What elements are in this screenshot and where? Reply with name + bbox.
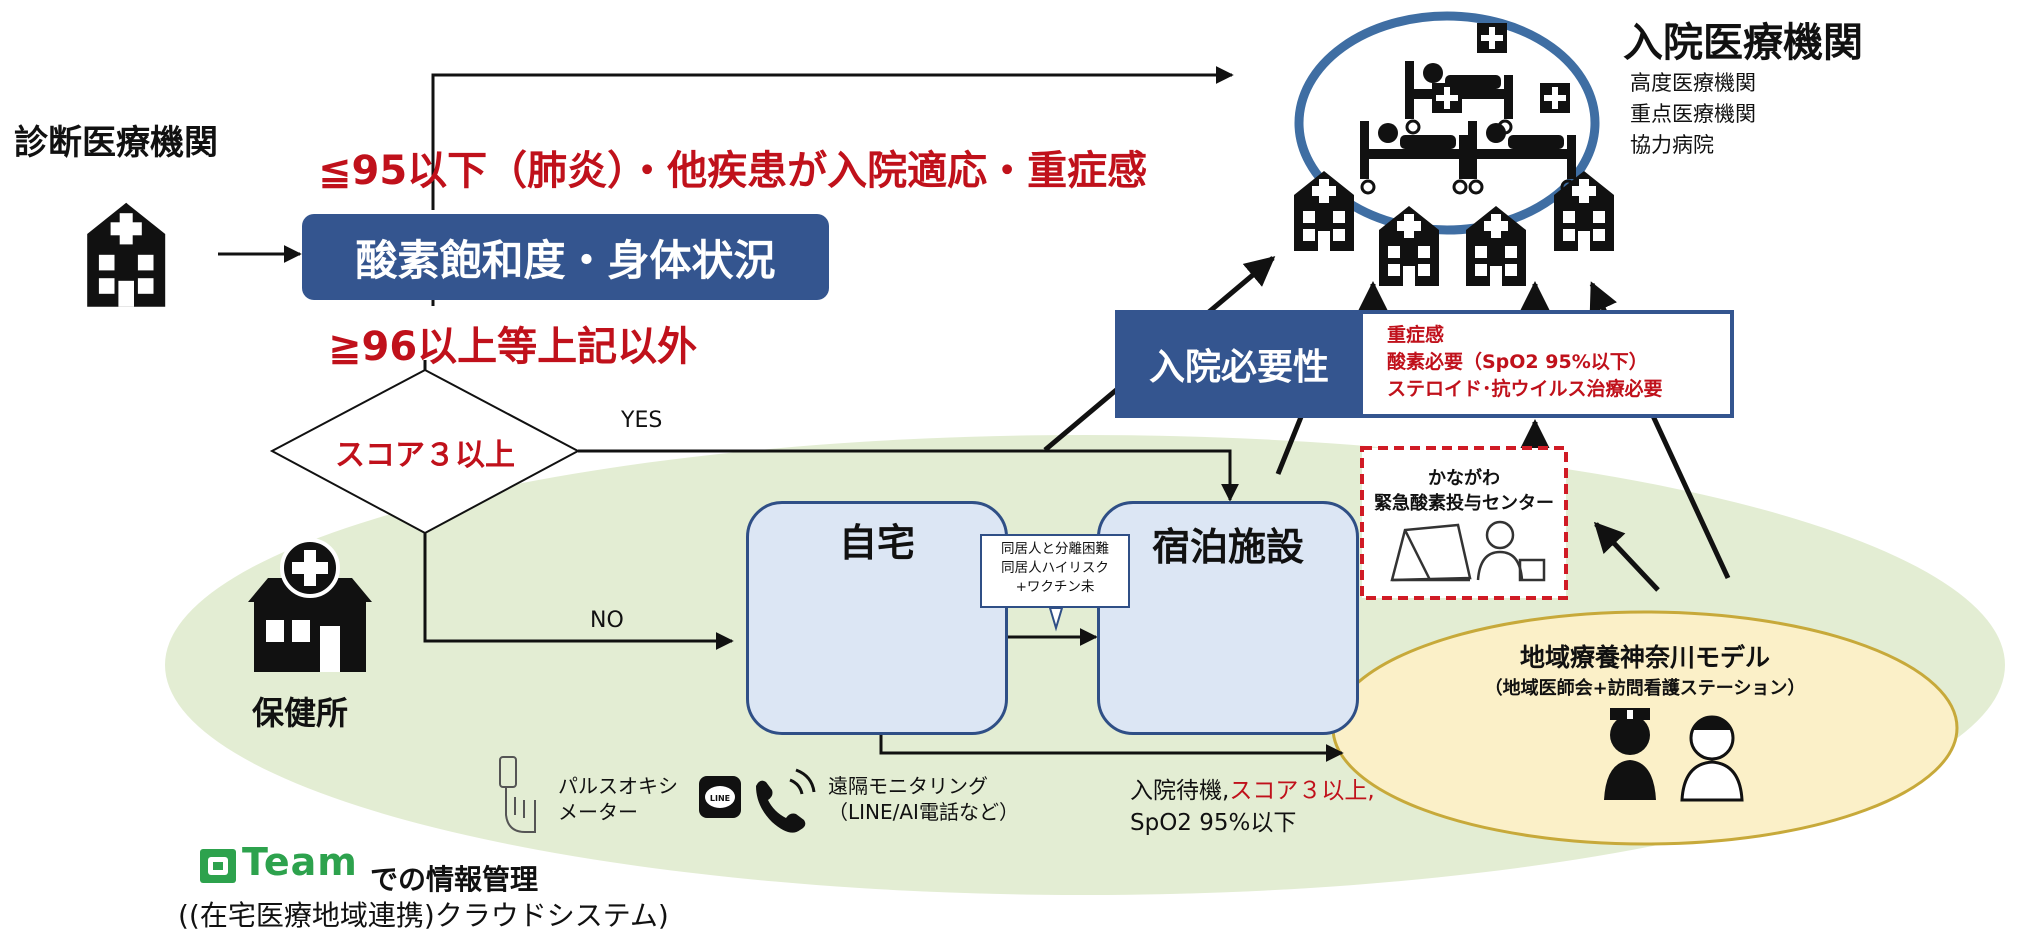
home-label: 自宅 <box>838 521 915 565</box>
svg-text:LINE: LINE <box>710 794 730 803</box>
line-app-icon: LINE <box>699 776 741 818</box>
diagnosis-title: 診断医療機関 <box>14 123 218 163</box>
hospital-type: 重点医療機関 <box>1630 102 1756 126</box>
remote-monitoring-line1: 遠隔モニタリング <box>828 774 988 798</box>
pulse-oximeter-icon <box>499 756 536 833</box>
bed-icon <box>1466 81 1578 195</box>
score-label: スコア３以上 <box>335 438 515 473</box>
doctor-icon <box>1680 715 1744 802</box>
need-reason: 重症感 <box>1387 324 1445 346</box>
arrow-yes <box>578 449 1239 502</box>
waiting-score: スコア３以上, <box>1229 778 1375 804</box>
waiting-conditions: 入院待機,スコア３以上, SpO2 95%以下 <box>1130 775 1375 839</box>
community-subtitle: （地域医師会+訪問看護ステーション） <box>1484 678 1806 699</box>
admission-need-reasons: 重症感 酸素必要（SpO2 95%以下） ステロイド･抗ウイルス治療必要 <box>1387 322 1663 403</box>
hospital-type: 協力病院 <box>1630 133 1714 157</box>
phone-icon <box>756 768 816 833</box>
hospital-type: 高度医療機関 <box>1630 71 1756 95</box>
health-center-label: 保健所 <box>252 694 349 732</box>
yes-label: YES <box>621 408 663 433</box>
waiting-prefix: 入院待機, <box>1130 778 1230 804</box>
arrow-waiting <box>879 735 1344 762</box>
pulse-oximeter-label: パルスオキシ メーター <box>558 773 678 825</box>
community-title: 地域療養神奈川モデル <box>1519 643 1770 672</box>
note-pointer <box>1048 607 1064 632</box>
hospital-title: 入院医療機関 <box>1623 20 1863 66</box>
cloud-system-label: ((在宅医療地域連携)クラウドシステム) <box>178 899 669 932</box>
oxygen-saturation-box: 酸素飽和度・身体状況 <box>302 214 829 300</box>
home-box <box>746 501 1008 735</box>
need-reason: 酸素必要（SpO2 95%以下） <box>1387 351 1648 373</box>
transfer-note: 同居人と分離困難 同居人ハイリスク +ワクチン未 <box>980 534 1130 608</box>
transfer-note-line: +ワクチン未 <box>1015 579 1095 595</box>
team-logo-icon <box>200 849 236 883</box>
hospital-types: 高度医療機関 重点医療機関 協力病院 <box>1630 68 1756 161</box>
hospital-icon <box>1294 171 1354 251</box>
pulse-oximeter-line1: パルスオキシ <box>558 774 678 798</box>
condition-upper: ≦95以下（肺炎）・他疾患が入院適応・重症感 <box>318 148 1148 194</box>
admission-need-header: 入院必要性 <box>1115 310 1363 418</box>
transfer-note-line: 同居人と分離困難 <box>1001 541 1109 557</box>
staff-icon <box>1476 520 1546 582</box>
lodging-label: 宿泊施設 <box>1151 525 1304 569</box>
admission-need-label: 入院必要性 <box>1148 347 1329 388</box>
oxygen-center-labels: かながわ 緊急酸素投与センター <box>1362 466 1566 516</box>
oxygen-center-box <box>1360 446 1568 600</box>
nurse-icon <box>1604 708 1656 800</box>
oxygen-center-line1: かながわ <box>1428 468 1500 489</box>
arrow-no <box>423 533 734 650</box>
no-label: NO <box>590 608 624 633</box>
arrow-community-to-center <box>1593 521 1660 592</box>
info-management-label: での情報管理 <box>370 863 539 896</box>
remote-monitoring-label: 遠隔モニタリング （LINE/AI電話など） <box>828 773 1019 825</box>
lodging-box <box>1097 501 1359 735</box>
transfer-note-line: 同居人ハイリスク <box>1001 560 1109 576</box>
diagnosis-hospital-icon <box>87 202 166 307</box>
bed-icon <box>1403 21 1515 135</box>
tent-icon <box>1390 523 1472 582</box>
arrow-to-hospital-top <box>431 66 1234 210</box>
need-reason: ステロイド･抗ウイルス治療必要 <box>1387 378 1663 400</box>
waiting-spo2: SpO2 95%以下 <box>1130 810 1297 836</box>
hospital-ring <box>1294 11 1600 235</box>
oxygen-center-line2: 緊急酸素投与センター <box>1374 493 1554 514</box>
remote-monitoring-line2: （LINE/AI電話など） <box>828 800 1019 824</box>
health-center-icon <box>248 538 372 672</box>
condition-lower: ≧96以上等上記以外 <box>328 324 698 370</box>
oxygen-saturation-label: 酸素飽和度・身体状況 <box>355 235 776 285</box>
team-brand: Team <box>242 840 358 884</box>
pulse-oximeter-line2: メーター <box>558 800 638 824</box>
